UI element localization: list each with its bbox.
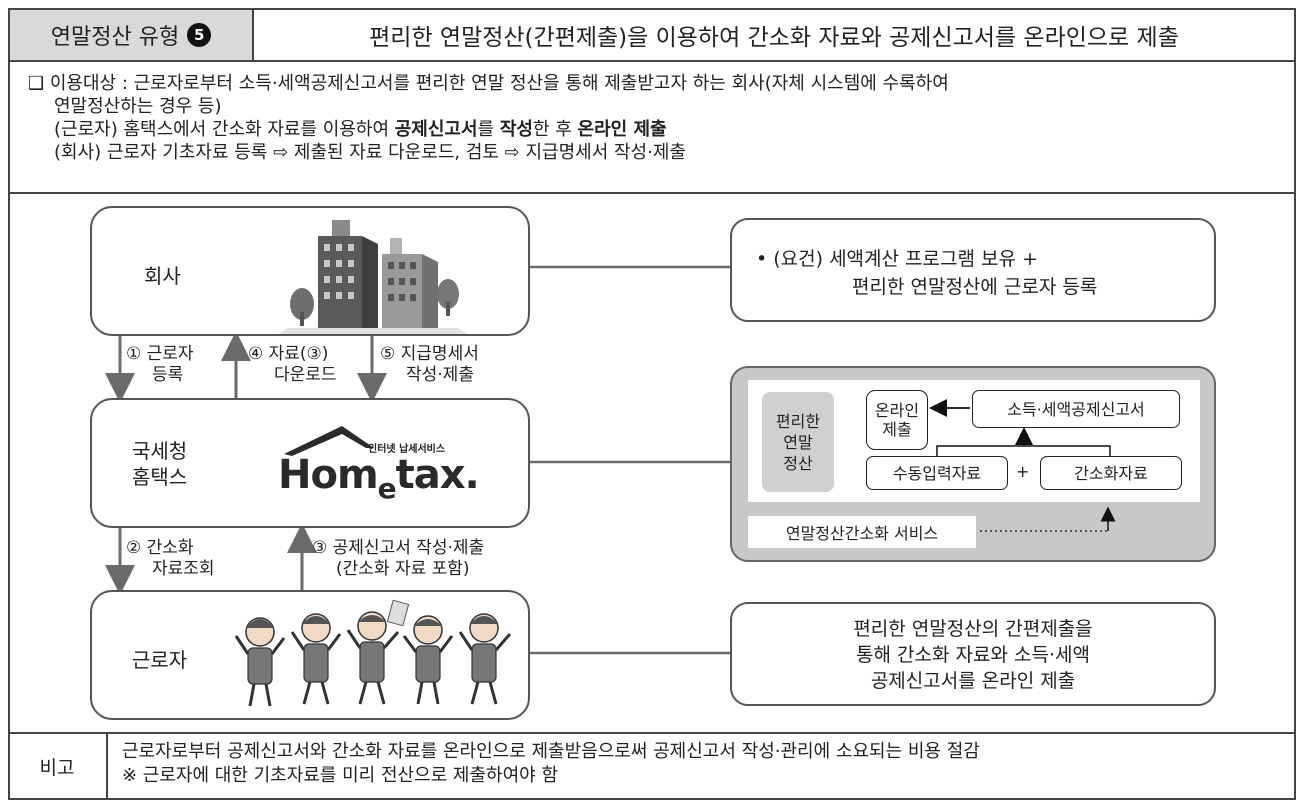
info-line-4: (회사) 근로자 기초자료 등록 ⇨ 제출된 자료 다운로드, 검토 ⇨ 지급명… xyxy=(54,142,686,163)
flow-1-label: ① 근로자 등록 xyxy=(126,344,194,385)
workers-illustration-icon xyxy=(234,599,512,707)
company-node: 회사 xyxy=(90,206,530,336)
requirement-callout: • (요건) 세액계산 프로그램 보유 + 편리한 연말정산에 근로자 등록 xyxy=(730,218,1216,322)
flow-2-label: ② 간소화 자료조회 xyxy=(126,538,215,579)
manual-input-box: 수동입력자료 xyxy=(866,456,1008,490)
hometax-node: 국세청 홈택스 인터넷 납세서비스 Hometax. xyxy=(90,398,530,528)
worker-label: 근로자 xyxy=(132,648,188,672)
type-label: 연말정산 유형 xyxy=(50,25,180,50)
online-submit-box: 온라인 제출 xyxy=(866,390,928,450)
plus-sign: + xyxy=(1016,462,1030,481)
remarks-label: 비고 xyxy=(8,732,108,800)
type-number-badge: 5 xyxy=(187,23,212,47)
remarks-section xyxy=(8,732,1296,800)
flow-3-label: ③ 공제신고서 작성·제출 (간소화 자료 포함) xyxy=(312,538,485,579)
checkbox-bullet-icon: ❑ xyxy=(28,73,45,94)
company-label: 회사 xyxy=(144,264,181,288)
requirement-line-2: 편리한 연말정산에 근로자 등록 xyxy=(852,276,1098,298)
requirement-line-1: • (요건) 세액계산 프로그램 보유 + xyxy=(756,248,1038,270)
deduction-form-box: 소득·세액공제신고서 xyxy=(972,390,1180,428)
buildings-icon xyxy=(278,220,468,334)
info-line-2: 연말정산하는 경우 등) xyxy=(54,96,222,117)
info-line-1: ❑ 이용대상 : 근로자로부터 소득·세액공제신고서를 편리한 연말 정산을 통… xyxy=(28,73,949,94)
info-line-3: (근로자) 홈택스에서 간소화 자료를 이용하여 공제신고서를 작성한 후 온라… xyxy=(54,119,667,140)
hometax-tagline: 인터넷 납세서비스 xyxy=(368,444,446,455)
type-header: 연말정산 유형 5 xyxy=(8,8,254,62)
hometax-logo: Hometax. xyxy=(278,452,480,505)
summary-callout: 편리한 연말정산의 간편제출을 통해 간소화 자료와 소득·세액 공제신고서를 … xyxy=(730,602,1216,706)
flow-5-label: ⑤ 지급명세서 작성·제출 xyxy=(380,344,479,385)
info-section: ❑ 이용대상 : 근로자로부터 소득·세액공제신고서를 편리한 연말 정산을 통… xyxy=(8,62,1296,194)
page-title: 편리한 연말정산(간편제출)을 이용하여 간소화 자료와 공제신고서를 온라인으… xyxy=(254,8,1296,62)
diagram-area xyxy=(8,194,1296,732)
hometax-node-label: 국세청 홈택스 xyxy=(132,439,188,489)
simplified-data-box: 간소화자료 xyxy=(1040,456,1182,490)
simplified-service-label: 연말정산간소화 서비스 xyxy=(748,516,976,548)
remarks-text: 근로자로부터 공제신고서와 간소화 자료를 온라인으로 제출받음으로써 공제신고… xyxy=(122,741,980,786)
hometax-roof-icon xyxy=(284,426,374,456)
easy-settlement-tag: 편리한 연말 정산 xyxy=(762,392,834,492)
worker-node: 근로자 xyxy=(90,590,530,720)
flow-4-label: ④ 자료(③) 다운로드 xyxy=(248,344,337,385)
